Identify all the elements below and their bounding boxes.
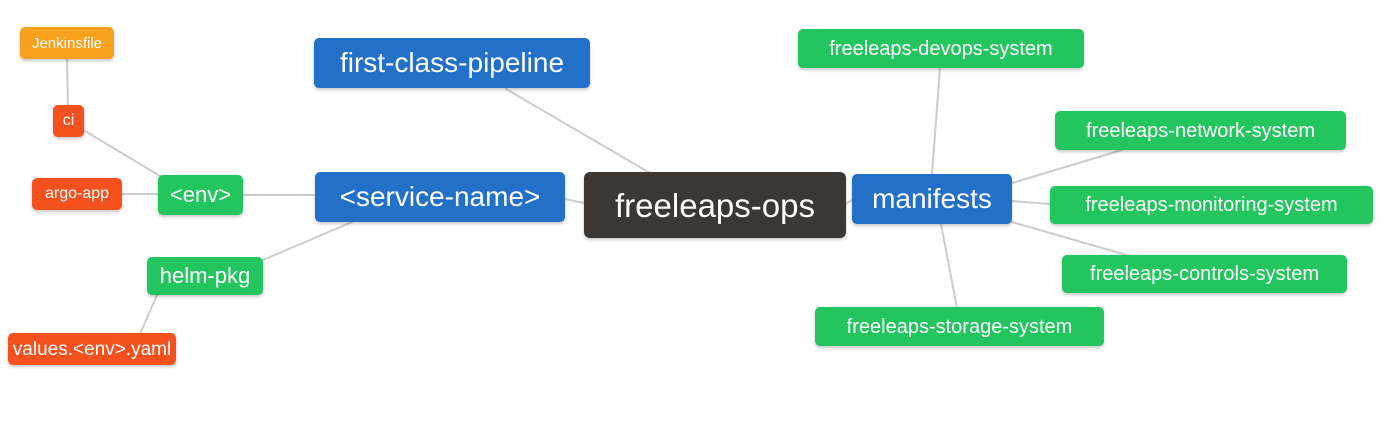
edge-pipeline-freeleaps-ops (505, 88, 651, 174)
node-freeleaps-controls-system[interactable]: freeleaps-controls-system (1062, 255, 1347, 293)
edge-ci-env (84, 130, 161, 177)
node-freeleaps-devops-system[interactable]: freeleaps-devops-system (798, 29, 1084, 68)
edge-manifests-storage (940, 223, 958, 309)
edge-manifests-monitoring (1011, 200, 1051, 205)
node-freeleaps-ops-root[interactable]: freeleaps-ops (584, 172, 846, 238)
edge-manifests-controls (1011, 221, 1131, 257)
edge-manifests-devops (931, 67, 941, 175)
edge-jenkinsfile-ci (66, 58, 69, 106)
node-freeleaps-storage-system[interactable]: freeleaps-storage-system (815, 307, 1104, 346)
node-service-name[interactable]: <service-name> (315, 172, 565, 222)
edge-helm-pkg-values-yaml (139, 294, 158, 335)
node-values-env-yaml[interactable]: values.<env>.yaml (8, 333, 176, 365)
edge-freeleaps-ops-manifests (844, 199, 853, 205)
node-manifests[interactable]: manifests (852, 174, 1012, 224)
edge-service-name-freeleaps-ops (564, 198, 585, 204)
edge-helm-pkg-service-name (262, 221, 353, 261)
node-jenkinsfile[interactable]: Jenkinsfile (20, 27, 114, 59)
node-freeleaps-network-system[interactable]: freeleaps-network-system (1055, 111, 1346, 150)
node-ci[interactable]: ci (53, 105, 84, 137)
edge-manifests-network (1011, 149, 1123, 184)
node-argo-app[interactable]: argo-app (32, 178, 122, 210)
node-helm-pkg[interactable]: helm-pkg (147, 257, 263, 295)
node-first-class-pipeline[interactable]: first-class-pipeline (314, 38, 590, 88)
node-env[interactable]: <env> (158, 175, 243, 215)
node-freeleaps-monitoring-system[interactable]: freeleaps-monitoring-system (1050, 186, 1373, 224)
